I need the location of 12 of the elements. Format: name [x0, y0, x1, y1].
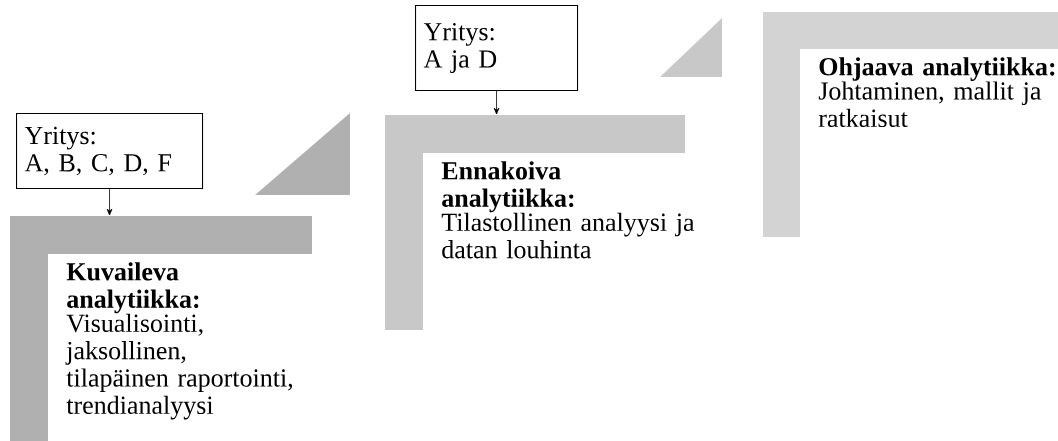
band-text: Johtaminen, mallit ja ratkaisut [818, 81, 1042, 128]
arrow [493, 90, 500, 115]
company-box: Yritys: A, B, C, D, F [16, 113, 204, 190]
band-heading: Kuvaileva analytiikka: [66, 262, 199, 314]
triangle-shape [255, 113, 350, 195]
band-text: Tilastollinen analyysi ja datan louhinta [441, 212, 695, 259]
company-box: Yritys: A ja D [415, 5, 579, 92]
triangle-shape [660, 18, 722, 77]
band-heading: Ennakoiva analytiikka: [441, 161, 574, 213]
arrow [106, 188, 113, 216]
band-text: Visualisointi, jaksollinen, tilapäinen raportointi, trendianalyysi [65, 313, 293, 420]
band-heading: Ohjaava analytiikka: [819, 57, 1055, 81]
